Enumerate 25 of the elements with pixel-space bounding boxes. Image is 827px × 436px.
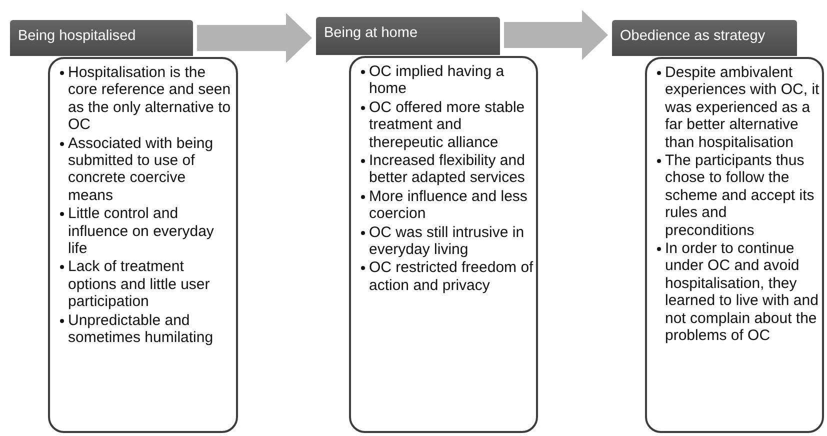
bullet-text: Associated with being submitted to use of concrete coercive means	[60, 134, 234, 204]
content-box	[48, 57, 238, 433]
header-box	[612, 20, 797, 56]
block-arrow	[504, 10, 608, 60]
header-text: Obedience as strategy	[620, 28, 766, 44]
bullet-text: In order to continue under OC and avoid hospitalisation, they learned to live with and not complain about the problems of OC	[657, 240, 820, 344]
bullet-text: Hospitalisation is the core reference and seen as the only alternative to OC	[60, 64, 234, 134]
bullet-text: More influence and less coercion	[361, 188, 534, 223]
bullet-text: Unpredictable and sometimes humilating	[60, 312, 234, 346]
header-box	[316, 17, 500, 55]
header-box	[10, 20, 193, 56]
content-box	[349, 56, 538, 433]
bullet-text: Increased flexibility and better adapted services	[361, 152, 534, 187]
bullet-text: Little control and influence on everyday life	[60, 205, 234, 258]
bullet-text: OC implied having a home	[361, 63, 534, 98]
bullet-text: OC offered more stable treatment and therepeutic alliance	[361, 98, 534, 152]
block-arrow	[197, 13, 312, 63]
bullet-text: Lack of treatment options and little user participation	[60, 258, 234, 311]
bullet-text: OC restricted freedom of action and privacy	[361, 259, 534, 294]
header-text: Being hospitalised	[18, 28, 136, 44]
bullet-text: Despite ambivalent experiences with OC, it was experienced as a far better alternative than hospitalisation	[657, 64, 820, 152]
header-text: Being at home	[324, 25, 418, 41]
bullet-text: The participants thus chose to follow the scheme and accept its rules and preconditions	[657, 152, 820, 240]
content-box	[645, 57, 824, 433]
bullet-text: OC was still intrusive in everyday living	[361, 224, 534, 258]
